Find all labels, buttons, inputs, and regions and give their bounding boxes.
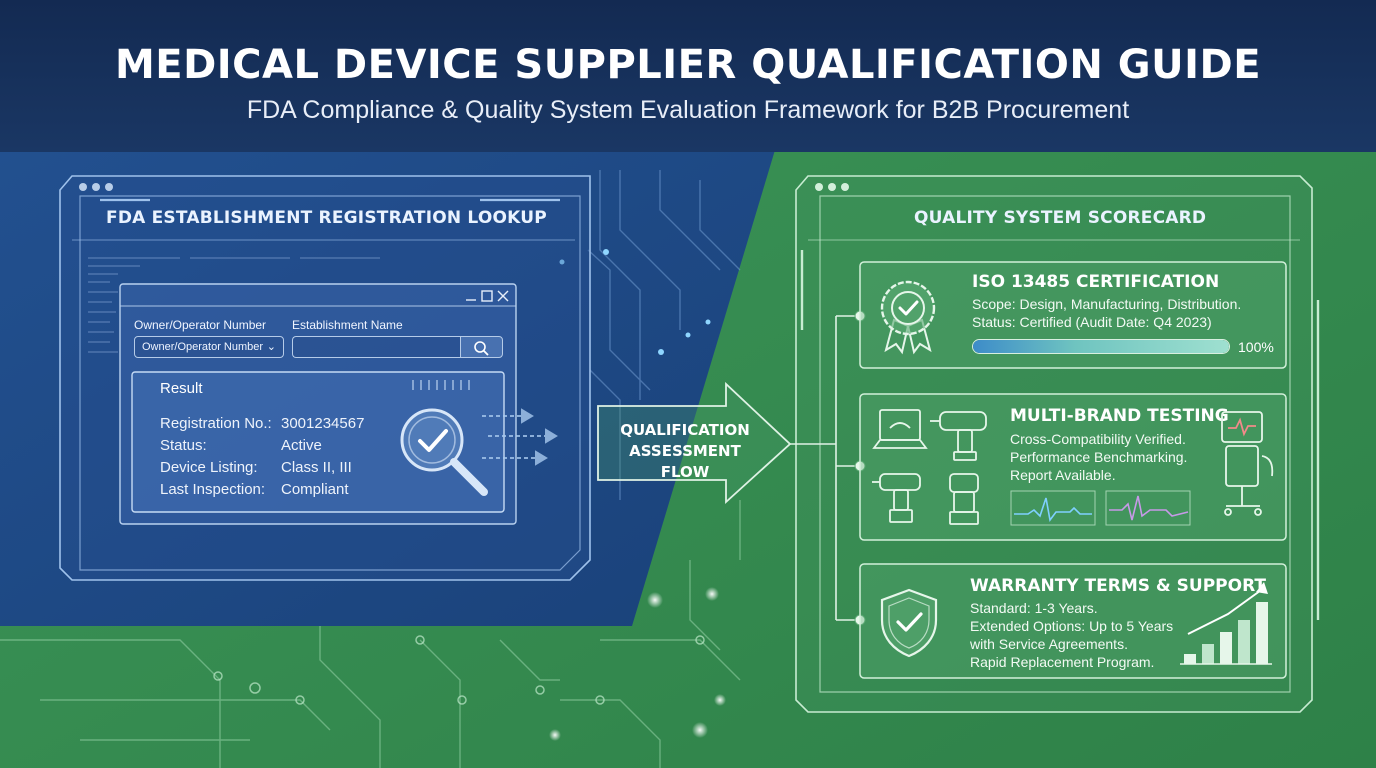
award-badge-icon bbox=[880, 280, 936, 355]
owner-select-value: Owner/Operator Number bbox=[142, 341, 264, 353]
result-key: Registration No.: bbox=[160, 415, 272, 432]
monitor-cart-icon bbox=[1221, 411, 1274, 516]
warranty-line: Standard: 1-3 Years. bbox=[970, 600, 1098, 616]
search-button[interactable] bbox=[460, 336, 503, 358]
result-value: 3001234567 bbox=[281, 415, 365, 432]
magnifier-check-icon bbox=[400, 408, 488, 496]
window-dot-icon bbox=[828, 183, 836, 191]
page-subtitle: FDA Compliance & Quality System Evaluati… bbox=[246, 96, 1130, 124]
testing-line: Cross-Compatibility Verified. bbox=[1010, 431, 1186, 447]
iso-progress-fill bbox=[973, 340, 1229, 353]
warranty-line: Rapid Replacement Program. bbox=[970, 654, 1155, 670]
iso-line: Scope: Design, Manufacturing, Distributi… bbox=[972, 296, 1242, 312]
drill-icon bbox=[949, 473, 979, 525]
result-key: Last Inspection: bbox=[160, 481, 266, 498]
testing-line: Performance Benchmarking. bbox=[1010, 449, 1188, 465]
warranty-title: WARRANTY TERMS & SUPPORT bbox=[970, 576, 1266, 596]
dialog-controls bbox=[466, 290, 509, 302]
testing-line: Report Available. bbox=[1010, 467, 1116, 483]
chevron-down-icon: ⌄ bbox=[266, 341, 276, 353]
establishment-name-label: Establishment Name bbox=[292, 318, 403, 332]
search-icon bbox=[474, 341, 489, 356]
iso-progress-label: 100% bbox=[1238, 339, 1274, 355]
establishment-name-input[interactable] bbox=[292, 336, 460, 358]
flow-label-line1: QUALIFICATION bbox=[620, 421, 750, 439]
testing-devices bbox=[872, 409, 987, 525]
warranty-line: with Service Agreements. bbox=[970, 636, 1128, 652]
laptop-icon bbox=[872, 409, 928, 449]
result-value: Compliant bbox=[281, 481, 349, 498]
window-dot-icon bbox=[841, 183, 849, 191]
drill-icon bbox=[872, 473, 921, 523]
window-dots bbox=[79, 183, 113, 191]
drill-icon bbox=[930, 411, 987, 461]
scorecard-window-dots bbox=[815, 183, 849, 191]
scorecard-title: QUALITY SYSTEM SCORECARD bbox=[914, 208, 1207, 228]
page-title: MEDICAL DEVICE SUPPLIER QUALIFICATION GU… bbox=[114, 42, 1262, 88]
waveform-charts bbox=[1010, 490, 1191, 526]
growth-chart-icon bbox=[1180, 582, 1272, 665]
result-value: Active bbox=[281, 437, 322, 454]
window-dot-icon bbox=[815, 183, 823, 191]
shield-check-icon bbox=[880, 588, 938, 658]
owner-number-label: Owner/Operator Number bbox=[134, 318, 267, 332]
qualification-flow-label: QUALIFICATION ASSESSMENT FLOW bbox=[604, 420, 766, 483]
iso-line: Status: Certified (Audit Date: Q4 2023) bbox=[972, 314, 1212, 330]
result-title: Result bbox=[160, 380, 203, 397]
iso-title: ISO 13485 CERTIFICATION bbox=[972, 272, 1220, 292]
result-key: Device Listing: bbox=[160, 459, 258, 476]
flow-label-line2: ASSESSMENT FLOW bbox=[629, 442, 741, 481]
window-dot-icon bbox=[105, 183, 113, 191]
warranty-line: Extended Options: Up to 5 Years bbox=[970, 618, 1174, 634]
iso-progress-bar bbox=[972, 339, 1230, 354]
owner-number-select[interactable]: Owner/Operator Number ⌄ bbox=[134, 336, 284, 358]
window-dot-icon bbox=[79, 183, 87, 191]
close-icon[interactable] bbox=[497, 290, 509, 302]
fda-panel-title: FDA ESTABLISHMENT REGISTRATION LOOKUP bbox=[106, 208, 547, 228]
result-value: Class II, III bbox=[281, 459, 352, 476]
result-key: Status: bbox=[160, 437, 207, 454]
window-dot-icon bbox=[92, 183, 100, 191]
maximize-icon[interactable] bbox=[481, 290, 493, 302]
testing-title: MULTI-BRAND TESTING bbox=[1010, 406, 1229, 426]
